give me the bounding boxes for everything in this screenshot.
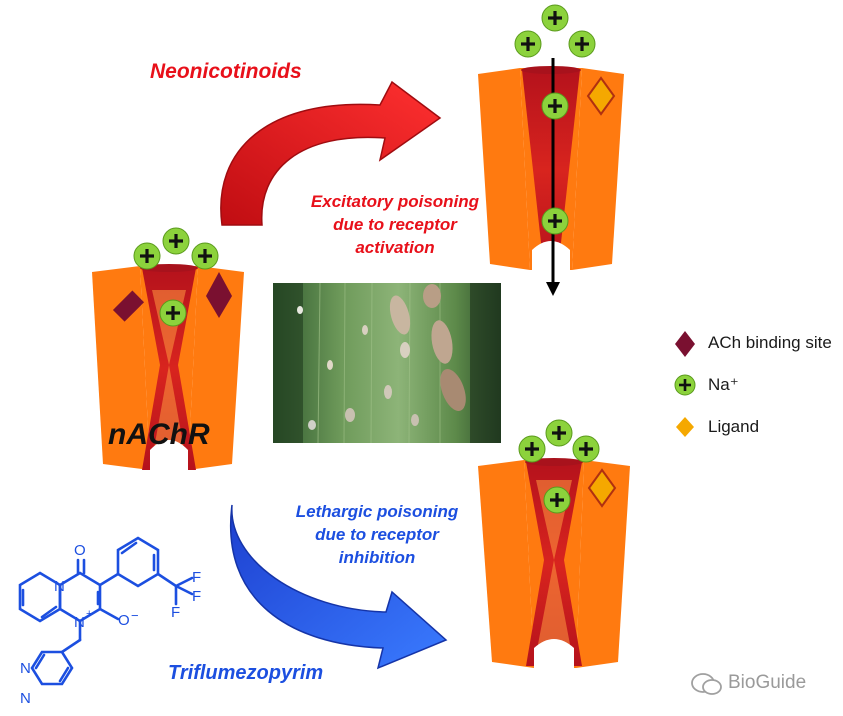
atom-n-bridge: N: [54, 578, 65, 595]
orange-diamond-icon: [676, 417, 694, 437]
atom-n-plus: N: [74, 614, 85, 631]
atom-f-1: F: [192, 569, 202, 586]
ach-binding-site-left: [206, 272, 232, 318]
legend-ligand-label: Ligand: [708, 417, 760, 436]
nachr-label: nAChR: [108, 418, 210, 451]
na-ion: [541, 4, 569, 32]
legend-ach-label: ACh binding site: [708, 333, 832, 352]
nachr-channel-inhibited: [478, 458, 630, 668]
atom-o-anion: O: [118, 612, 130, 629]
ligand-bottom: [587, 468, 617, 508]
neonicotinoids-label: Neonicotinoids: [150, 60, 302, 83]
atom-minus-charge: −: [131, 608, 139, 623]
legend-na-label: Na⁺: [708, 375, 739, 394]
atom-n-pyrimidine-1: N: [20, 660, 31, 677]
na-ion: [545, 419, 573, 447]
na-ion: [133, 242, 161, 270]
na-ion: [159, 299, 187, 327]
watermark: BioGuide: [690, 670, 840, 698]
atom-f-3: F: [171, 604, 181, 621]
na-ion: [543, 486, 571, 514]
na-ion: [518, 435, 546, 463]
lethargic-line-2: due to receptor: [315, 525, 439, 544]
excitatory-line-2: due to receptor: [333, 215, 457, 234]
na-ion: [541, 92, 569, 120]
na-ion: [572, 435, 600, 463]
na-ion: [514, 30, 542, 58]
lethargic-line-3: inhibition: [338, 548, 416, 567]
green-plus-circle-icon: [674, 374, 696, 396]
na-ion: [191, 242, 219, 270]
excitatory-line-1: Excitatory poisoning: [310, 192, 480, 211]
na-ion: [162, 227, 190, 255]
red-activation-arrow: [220, 80, 442, 226]
ligand-top: [586, 76, 616, 116]
watermark-text: BioGuide: [728, 672, 807, 693]
planthopper-photo: [273, 282, 501, 444]
triflumezopyrim-structure: [18, 536, 194, 686]
atom-o-carbonyl: O: [74, 542, 86, 559]
na-ion: [568, 30, 596, 58]
wechat-icon: [691, 673, 722, 695]
excitatory-poisoning-label: Excitatory poisoning due to receptor act…: [270, 190, 520, 259]
atom-f-2: F: [192, 588, 202, 605]
blue-inhibition-arrow: [229, 504, 448, 670]
dark-red-diamond-icon: [675, 331, 695, 357]
legend: ACh binding site Na⁺ Ligand: [670, 326, 842, 442]
ion-flow-arrowhead: [546, 282, 560, 296]
lethargic-poisoning-label: Lethargic poisoning due to receptor inhi…: [262, 500, 492, 569]
atom-n-pyrimidine-2: N: [20, 690, 31, 707]
atom-plus-charge: +: [86, 608, 93, 620]
excitatory-line-3: activation: [355, 238, 435, 257]
triflumezopyrim-label: Triflumezopyrim: [168, 662, 324, 684]
na-ion: [541, 207, 569, 235]
nachr-channel-activated: [478, 66, 624, 272]
lethargic-line-1: Lethargic poisoning: [295, 502, 459, 521]
